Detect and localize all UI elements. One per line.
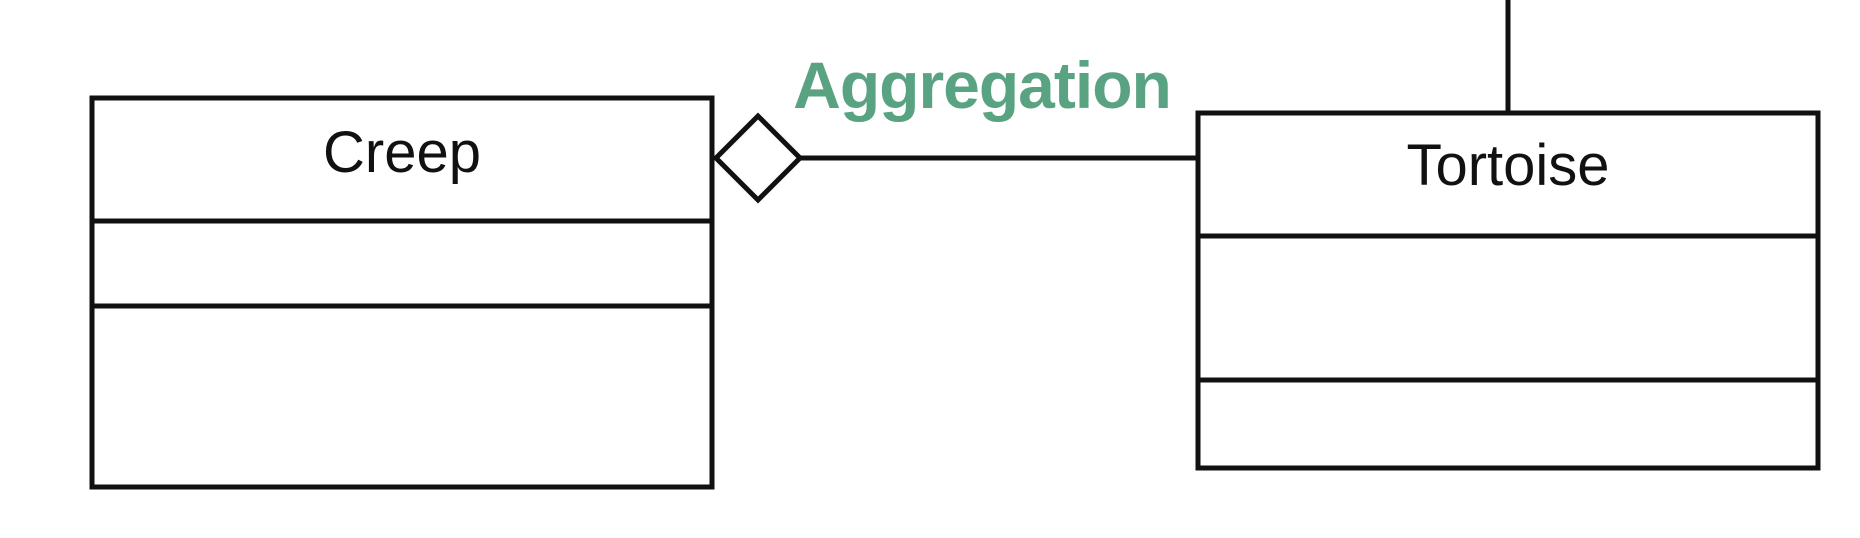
aggregation-connector[interactable]: [712, 112, 1198, 204]
aggregation-diamond-icon: [712, 112, 804, 204]
class-tortoise-name: Tortoise: [1406, 133, 1609, 198]
class-creep[interactable]: Creep: [89, 95, 715, 490]
class-creep-name: Creep: [323, 120, 481, 185]
class-tortoise[interactable]: Tortoise: [1195, 110, 1821, 471]
relationship-label: Aggregation: [793, 48, 1171, 122]
class-creep-border: [89, 95, 715, 490]
class-tortoise-border: [1195, 110, 1821, 471]
